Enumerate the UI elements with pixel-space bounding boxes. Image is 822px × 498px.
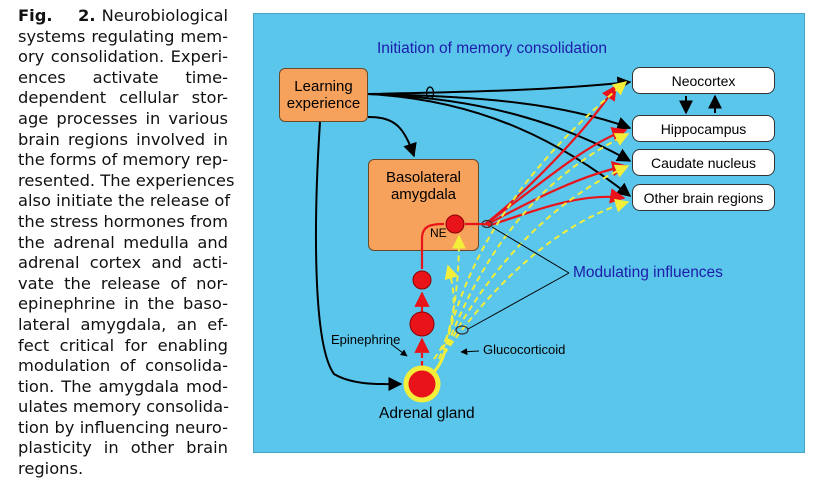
caption-line: fect critical for enabling	[18, 335, 228, 355]
figure-label: Fig. 2.	[18, 6, 96, 25]
glucocorticoid-marker-ring	[455, 325, 469, 335]
learning-output-arrows	[315, 76, 632, 392]
epinephrine-label: Epinephrine	[331, 332, 401, 347]
glucocorticoid-label: Glucocorticoid	[483, 342, 566, 357]
region-box-caudate-nucleus: Caudate nucleus	[632, 149, 775, 176]
glucocorticoid-pointer	[460, 348, 480, 356]
caption-line: the stress hormones from	[18, 211, 228, 231]
basolateral-amygdala-box: Basolateral amygdala	[368, 159, 479, 251]
caption-line: lateral amygdala, an ef-	[18, 314, 228, 334]
caption-line: the forms of memory rep-	[18, 150, 229, 170]
caption-line: adrenal cortex and acti-	[18, 253, 228, 273]
caption-line: ulates memory consolida-	[18, 397, 229, 417]
caption-line: plasticity in other brain	[18, 438, 228, 458]
ne-output-arrows	[483, 84, 628, 228]
adrenal-gland-label: Adrenal gland	[379, 405, 475, 422]
initiation-label: Initiation of memory consolidation	[377, 40, 608, 57]
epinephrine-pointer	[390, 343, 408, 357]
neocortex-hippocampus-arrows	[679, 94, 722, 115]
caption-line: ences activate time-	[18, 67, 228, 87]
caption-line: epinephrine in the baso-	[18, 294, 228, 314]
caption-line: systems regulating mem-	[18, 26, 228, 46]
caption-line: tion. The amygdala mod-	[18, 376, 228, 396]
learning-experience-box: Learning experience	[279, 68, 368, 122]
adrenal-gland-node	[403, 365, 441, 403]
caption-line: tion by influencing neuro-	[18, 417, 228, 437]
figure-caption: Fig. 2.Neurobiological systems regulatin…	[18, 6, 235, 480]
ne-node	[445, 214, 465, 234]
caption-line: the adrenal medulla and	[18, 232, 228, 252]
glucocorticoid-arrows	[433, 81, 630, 360]
caption-line: dependent cellular stor-	[18, 88, 228, 108]
ne-label: NE	[430, 226, 447, 240]
caption-line: resented. The experiences	[18, 170, 235, 190]
pathway-node-upper	[412, 270, 432, 290]
region-box-hippocampus: Hippocampus	[632, 115, 775, 142]
caption-line: vate the release of nor-	[18, 273, 228, 293]
caption-line: modulation of consolida-	[18, 356, 228, 376]
pathway-node-lower	[409, 311, 435, 337]
diagram-connections	[315, 76, 722, 403]
caption-line: ory consolidation. Experi-	[18, 47, 228, 67]
caption-line: also initiate the release of	[18, 191, 231, 211]
modulating-influences-label: Modulating influences	[573, 264, 723, 281]
region-box-neocortex: Neocortex	[632, 67, 775, 94]
caption-first-line: Fig. 2.Neurobiological	[18, 6, 228, 25]
consolidation-diagram: Learning experience Basolateral amygdala…	[253, 13, 805, 453]
caption-line: brain regions involved in	[18, 129, 228, 149]
modulating-pointer-lines	[467, 226, 570, 330]
caption-line: regions.	[18, 459, 84, 479]
caption-line: age processes in various	[18, 108, 228, 128]
initiation-marker-ring	[425, 86, 435, 100]
region-box-other-brain-regions: Other brain regions	[632, 184, 775, 211]
epinephrine-pathway	[414, 222, 484, 366]
